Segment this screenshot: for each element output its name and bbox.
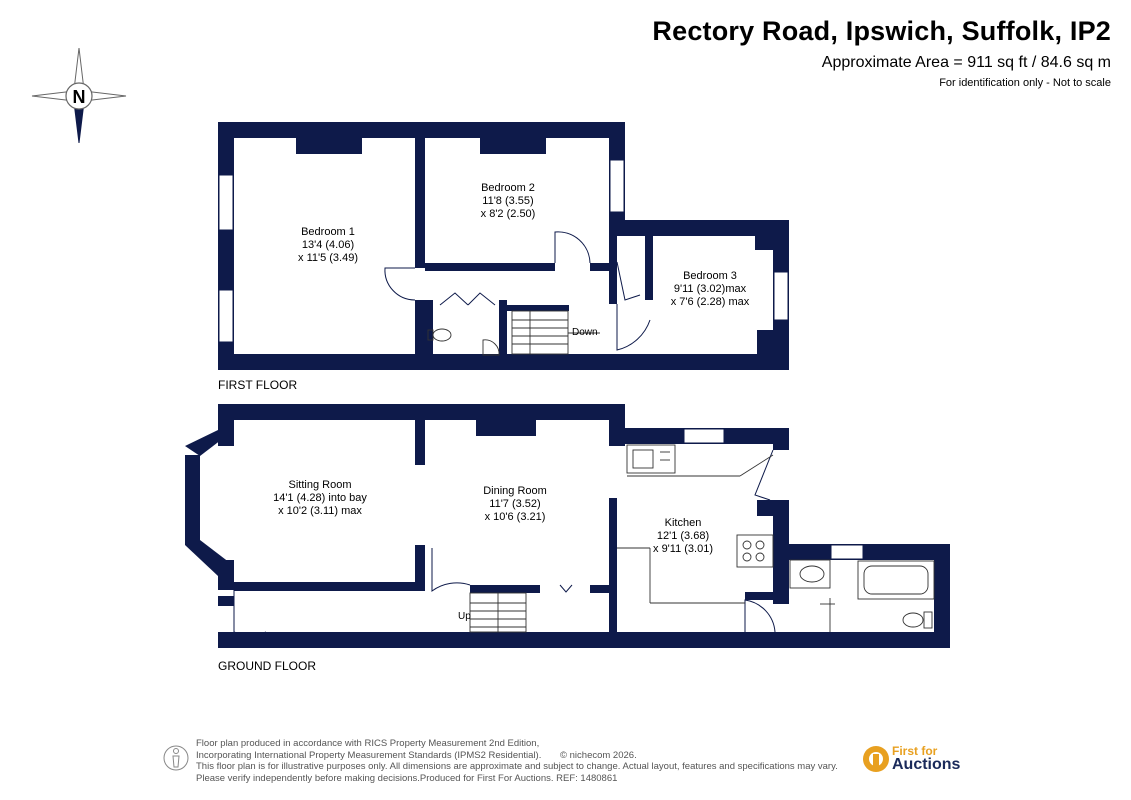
person-icon xyxy=(163,745,189,771)
ground-floor-doors xyxy=(233,449,776,636)
approximate-area: Approximate Area = 911 sq ft / 84.6 sq m xyxy=(821,54,1111,71)
copyright-text: © nichecom 2026. xyxy=(560,750,637,761)
first-floor-doors xyxy=(384,231,651,351)
room-name: Bedroom 1 xyxy=(301,226,355,238)
room-label-bedroom-3: Bedroom 3 9'11 (3.02)max x 7'6 (2.28) ma… xyxy=(671,270,750,309)
identification-note: For identification only - Not to scale xyxy=(939,77,1111,89)
room-name: Kitchen xyxy=(664,517,702,529)
property-title: Rectory Road, Ipswich, Suffolk, IP2 xyxy=(652,16,1111,46)
footer-line: Floor plan produced in accordance with R… xyxy=(196,738,540,749)
room-dimension: 13'4 (4.06) xyxy=(301,239,355,251)
room-dimension: 12'1 (3.68) xyxy=(656,530,710,542)
footer-line: This floor plan is for illustrative purp… xyxy=(196,761,838,772)
room-dimension: 9'11 (3.02)max xyxy=(673,283,747,295)
first-floor-fixtures xyxy=(427,310,600,356)
room-label-sitting-room: Sitting Room 14'1 (4.28) into bay x 10'2… xyxy=(273,479,367,518)
room-label-dining-room: Dining Room 11'7 (3.52) x 10'6 (3.21) xyxy=(483,485,547,524)
compass-letter: N xyxy=(73,87,86,107)
room-label-bedroom-1: Bedroom 1 13'4 (4.06) x 11'5 (3.49) xyxy=(298,226,358,265)
logo-text-bottom: Auctions xyxy=(892,756,961,773)
room-name: Bedroom 3 xyxy=(683,270,737,282)
room-dimension: 14'1 (4.28) into bay xyxy=(273,492,367,504)
room-label-kitchen: Kitchen 12'1 (3.68) x 9'11 (3.01) xyxy=(653,517,713,556)
first-floor-windows xyxy=(218,159,789,343)
stairs-down-label: Down xyxy=(572,327,598,338)
first-for-auctions-logo-icon xyxy=(863,746,889,772)
first-floor-label: FIRST FLOOR xyxy=(218,378,298,392)
room-label-bedroom-2: Bedroom 2 11'8 (3.55) x 8'2 (2.50) xyxy=(481,182,536,221)
footer-line: Please verify independently before makin… xyxy=(196,772,618,784)
footer-disclaimer: Floor plan produced in accordance with R… xyxy=(196,738,838,784)
footer-line: Incorporating International Property Mea… xyxy=(196,749,542,761)
room-name: Sitting Room xyxy=(288,479,352,491)
room-dimension: 11'7 (3.52) xyxy=(489,498,541,510)
stairs-up-label: Up xyxy=(458,611,471,622)
room-dimension: x 7'6 (2.28) max xyxy=(670,296,750,308)
ground-floor-windows xyxy=(683,428,864,560)
ground-floor-fixtures xyxy=(469,444,935,633)
logo-text-top: First for xyxy=(892,744,938,758)
ground-floor-label: GROUND FLOOR xyxy=(218,659,317,673)
room-dimension: x 8'2 (2.50) xyxy=(480,208,536,220)
room-name: Bedroom 2 xyxy=(481,182,535,194)
room-dimension: 11'8 (3.55) xyxy=(482,195,534,207)
room-name: Dining Room xyxy=(483,485,547,497)
room-dimension: x 10'6 (3.21) xyxy=(484,511,546,523)
compass-icon: N xyxy=(31,47,127,144)
room-dimension: x 11'5 (3.49) xyxy=(298,252,358,264)
room-dimension: x 9'11 (3.01) xyxy=(653,543,713,555)
ground-floor-walls xyxy=(185,404,950,648)
room-dimension: x 10'2 (3.11) max xyxy=(278,505,362,517)
